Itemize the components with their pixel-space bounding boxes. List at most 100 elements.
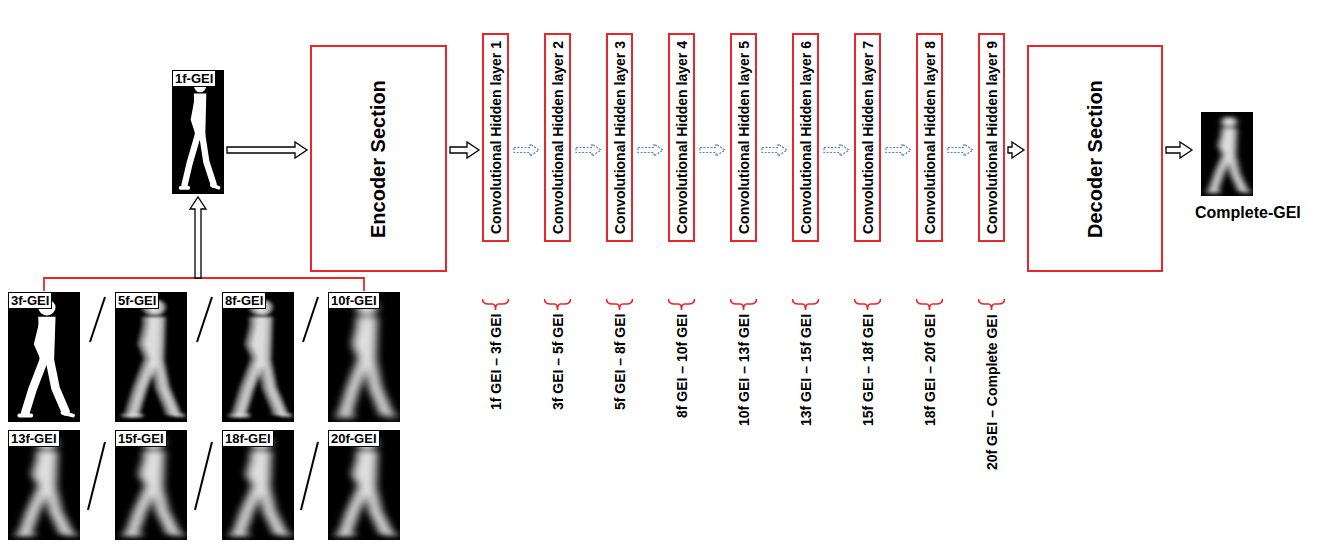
image-label: 3f-GEI — [8, 292, 52, 309]
text-holder: Convolutional Hidden layer 3 — [612, 41, 628, 234]
gei-image — [115, 292, 187, 422]
text-holder: 5f GEI – 8f GEI — [612, 314, 628, 410]
dashed-arrow — [576, 144, 601, 156]
text-holder: Convolutional Hidden layer 6 — [798, 41, 814, 234]
text-holder: 1f GEI – 3f GEI — [488, 314, 504, 410]
text-holder: 10f GEI – 13f GEI — [736, 314, 752, 426]
hollow-arrow — [227, 142, 307, 158]
text-holder: 18f GEI – 20f GEI — [922, 314, 938, 426]
frame-images — [8, 292, 400, 540]
output-label: Complete-GEI — [1195, 204, 1301, 222]
text-holder: Convolutional Hidden layer 1 — [488, 41, 504, 234]
range-label: 3f GEI – 5f GEI — [550, 314, 566, 410]
layer-name: Convolutional Hidden layer 2 — [550, 41, 566, 234]
text-holder: Convolutional Hidden layer 4 — [674, 41, 690, 234]
hidden-layer-box: Convolutional Hidden layer 3 — [606, 33, 633, 242]
hidden-layer-box: Convolutional Hidden layer 2 — [544, 33, 571, 242]
output-image-node: Complete-GEI — [1195, 112, 1303, 222]
brace — [793, 299, 819, 310]
slash — [90, 297, 105, 342]
section-name: Decoder Section — [1084, 80, 1107, 238]
hidden-layer-box: Convolutional Hidden layer 8 — [916, 33, 943, 242]
hollow-arrow — [450, 142, 479, 158]
group-bracket — [44, 278, 364, 291]
slash — [197, 297, 212, 342]
brace — [669, 299, 695, 310]
text-holder: Convolutional Hidden layer 5 — [736, 41, 752, 234]
hidden-layer-box: Convolutional Hidden layer 7 — [854, 33, 881, 242]
brace — [855, 299, 881, 310]
text-holder: Convolutional Hidden layer 8 — [922, 41, 938, 234]
dashed-arrow — [948, 144, 973, 156]
gei-image — [8, 430, 80, 540]
brace — [731, 299, 757, 310]
dashed-arrow — [514, 144, 539, 156]
hidden-layer-box: Convolutional Hidden layer 9 — [978, 33, 1005, 242]
image-label: 18f-GEI — [222, 430, 274, 447]
section-box: Decoder Section — [1027, 45, 1163, 272]
text-holder: Convolutional Hidden layer 9 — [984, 41, 1000, 234]
dashed-arrow — [700, 144, 725, 156]
hidden-layer-box: Convolutional Hidden layer 5 — [730, 33, 757, 242]
image-label: 13f-GEI — [8, 430, 60, 447]
image-label: 10f-GEI — [328, 292, 380, 309]
text-holder: 20f GEI – Complete GEI — [984, 314, 1000, 470]
hidden-layer-box: Convolutional Hidden layer 1 — [482, 33, 509, 242]
range-label: 18f GEI – 20f GEI — [922, 314, 938, 426]
slash — [195, 442, 212, 510]
brace — [607, 299, 633, 310]
brace — [917, 299, 943, 310]
layer-name: Convolutional Hidden layer 5 — [736, 41, 752, 234]
layer-name: Convolutional Hidden layer 7 — [860, 41, 876, 234]
gei-image — [222, 430, 294, 540]
range-label: 10f GEI – 13f GEI — [736, 314, 752, 426]
brace — [545, 299, 571, 310]
range-label: 20f GEI – Complete GEI — [984, 314, 1000, 470]
range-label: 13f GEI – 15f GEI — [798, 314, 814, 426]
layer-name: Convolutional Hidden layer 8 — [922, 41, 938, 234]
dashed-arrow — [762, 144, 787, 156]
gei-picture — [172, 70, 224, 194]
text-holder: 15f GEI – 18f GEI — [860, 314, 876, 426]
gei-image — [172, 70, 224, 194]
layer-name: Convolutional Hidden layer 6 — [798, 41, 814, 234]
layer-name: Convolutional Hidden layer 4 — [674, 41, 690, 234]
image-label: 1f-GEI — [172, 70, 216, 87]
layer-name: Convolutional Hidden layer 3 — [612, 41, 628, 234]
section-name: Encoder Section — [367, 80, 390, 238]
text-holder: 3f GEI – 5f GEI — [550, 314, 566, 410]
layer-name: Convolutional Hidden layer 9 — [984, 41, 1000, 234]
slash — [303, 297, 318, 342]
gei-image — [328, 430, 400, 540]
image-label: 5f-GEI — [115, 292, 159, 309]
gei-image — [1201, 112, 1253, 196]
slash — [301, 442, 318, 510]
hollow-arrow — [1008, 142, 1024, 158]
hidden-layer-box: Convolutional Hidden layer 4 — [668, 33, 695, 242]
brace — [979, 299, 1005, 310]
range-label: 15f GEI – 18f GEI — [860, 314, 876, 426]
image-label: 15f-GEI — [115, 430, 167, 447]
gei-image-node: 1f-GEI — [172, 70, 224, 194]
section-box: Encoder Section — [310, 45, 447, 272]
hollow-arrow — [1166, 142, 1192, 158]
range-label: 5f GEI – 8f GEI — [612, 314, 628, 410]
layer-name: Convolutional Hidden layer 1 — [488, 41, 504, 234]
gei-image — [328, 292, 400, 422]
text-holder: Decoder Section — [1084, 80, 1107, 238]
gei-picture — [1201, 112, 1253, 196]
gei-image — [222, 292, 294, 422]
hidden-layer-box: Convolutional Hidden layer 6 — [792, 33, 819, 242]
range-label: 1f GEI – 3f GEI — [488, 314, 504, 410]
image-label: 20f-GEI — [328, 430, 380, 447]
dashed-arrow — [638, 144, 663, 156]
image-label: 8f-GEI — [222, 292, 266, 309]
dashed-arrow — [824, 144, 849, 156]
hollow-arrow — [190, 197, 206, 278]
text-holder: Convolutional Hidden layer 2 — [550, 41, 566, 234]
text-holder: 8f GEI – 10f GEI — [674, 314, 690, 418]
brace — [483, 299, 509, 310]
separator-slashes — [88, 297, 318, 510]
text-holder: Encoder Section — [367, 80, 390, 238]
slash — [88, 442, 105, 510]
